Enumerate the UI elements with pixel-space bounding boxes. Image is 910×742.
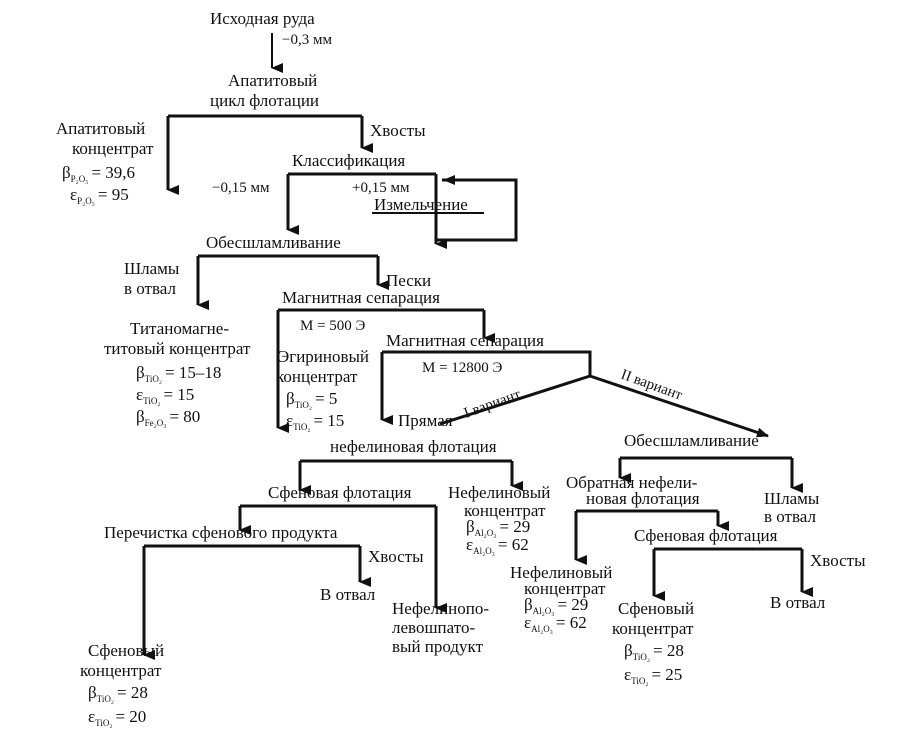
grade-aegirine-beta: βTiO₂= 5 (286, 389, 337, 410)
node-nfs-2: левошпато- (392, 618, 475, 637)
node-sands: Пески (386, 271, 431, 290)
node-ore: Исходная руда (210, 9, 315, 28)
node-titano-2: титовый концентрат (104, 339, 251, 358)
line-variant-1 (439, 374, 591, 426)
node-apatite-cycle-1: Апатитовый (228, 71, 317, 90)
node-slimes-1a: Шламы (124, 259, 180, 278)
grade-aegirine-eps: εTiO₂= 15 (286, 411, 344, 432)
label-minus015: −0,15 мм (212, 180, 270, 196)
node-direct-2: нефелиновая флотация (330, 437, 497, 456)
node-apatite-cycle-2: цикл флотации (210, 91, 319, 110)
node-dump-1: В отвал (320, 585, 376, 604)
node-tails-2: Хвосты (368, 547, 424, 566)
label-variant1: I вариант (462, 386, 523, 421)
label-m500: М = 500 Э (300, 318, 366, 334)
node-neph-conc-1b: концентрат (464, 501, 546, 520)
grade-sphene-2-beta: βTiO₂= 28 (624, 641, 684, 662)
node-mag-sep-1: Магнитная сепарация (282, 288, 440, 307)
bar-mag-2 (382, 350, 592, 376)
label-plus015: +0,15 мм (352, 180, 410, 196)
node-desliming-2: Обесшламливание (624, 431, 759, 450)
node-titano-1: Титаномагне- (130, 319, 229, 338)
node-direct-1: Прямая (398, 411, 453, 430)
node-nfs-1: Нефелинопо- (392, 599, 489, 618)
loop-grinding (434, 174, 518, 242)
grade-titano-beta-fe: βFe₂O₃= 80 (136, 407, 200, 428)
grade-apatite-beta: βP₂O₅= 39,6 (62, 163, 135, 184)
node-sphene-conc-2a: Сфеновый (618, 599, 694, 618)
label-size-03: −0,3 мм (282, 32, 332, 48)
grade-titano-eps-tio2: εTiO₂= 15 (136, 385, 194, 406)
grade-neph-2-beta: βAl₂O₃= 29 (524, 595, 588, 616)
node-sphene-flot-2: Сфеновая флотация (634, 526, 778, 545)
grade-neph-2-eps: εAl₂O₃= 62 (524, 613, 587, 634)
node-sphene-flot-1: Сфеновая флотация (268, 483, 412, 502)
node-grinding: Измельчение (374, 195, 468, 214)
grade-sphene-1-eps: εTiO₂= 20 (88, 707, 146, 728)
node-neph-conc-2a: Нефелиновый (510, 563, 612, 582)
grade-neph-1-eps: εAl₂O₃= 62 (466, 535, 529, 556)
node-slimes-2b: в отвал (764, 507, 816, 526)
node-mag-sep-2: Магнитная сепарация (386, 331, 544, 350)
grade-sphene-1-beta: βTiO₂= 28 (88, 683, 148, 704)
node-reverse-2: новая флотация (586, 489, 700, 508)
grade-titano-beta-tio2: βTiO₂= 15–18 (136, 363, 221, 384)
node-neph-conc-1a: Нефелиновый (448, 483, 550, 502)
node-tails-1: Хвосты (370, 121, 426, 140)
grade-sphene-2-eps: εTiO₂= 25 (624, 665, 682, 686)
node-sphene-conc-1b: концентрат (80, 661, 162, 680)
node-aegirine-2: концентрат (276, 367, 358, 386)
label-m12800: М = 12800 Э (422, 360, 503, 376)
flow-labels: Исходная руда −0,3 мм Апатитовый цикл фл… (56, 9, 866, 728)
node-sphene-conc-2b: концентрат (612, 619, 694, 638)
line-variant-2 (589, 374, 769, 438)
node-neph-conc-2b: концентрат (524, 579, 606, 598)
node-slimes-1b: в отвал (124, 279, 176, 298)
node-reverse-1: Обратная нефели- (566, 473, 698, 492)
node-aegirine-1: Эгириновый (278, 347, 369, 366)
node-cleaning: Перечистка сфенового продукта (104, 523, 338, 542)
node-sphene-conc-1a: Сфеновый (88, 641, 164, 660)
node-slimes-2a: Шламы (764, 489, 820, 508)
grade-apatite-eps: εP₂O₅= 95 (70, 185, 129, 206)
node-classification: Классификация (292, 151, 405, 170)
node-nfs-3: вый продукт (392, 637, 484, 656)
grade-neph-1-beta: βAl₂O₃= 29 (466, 517, 530, 538)
node-apatite-conc-2: концентрат (72, 139, 154, 158)
node-dump-2: В отвал (770, 593, 826, 612)
node-desliming-1: Обесшламливание (206, 233, 341, 252)
flow-lines (142, 33, 813, 660)
node-tails-3: Хвосты (810, 551, 866, 570)
node-apatite-conc-1: Апатитовый (56, 119, 145, 138)
